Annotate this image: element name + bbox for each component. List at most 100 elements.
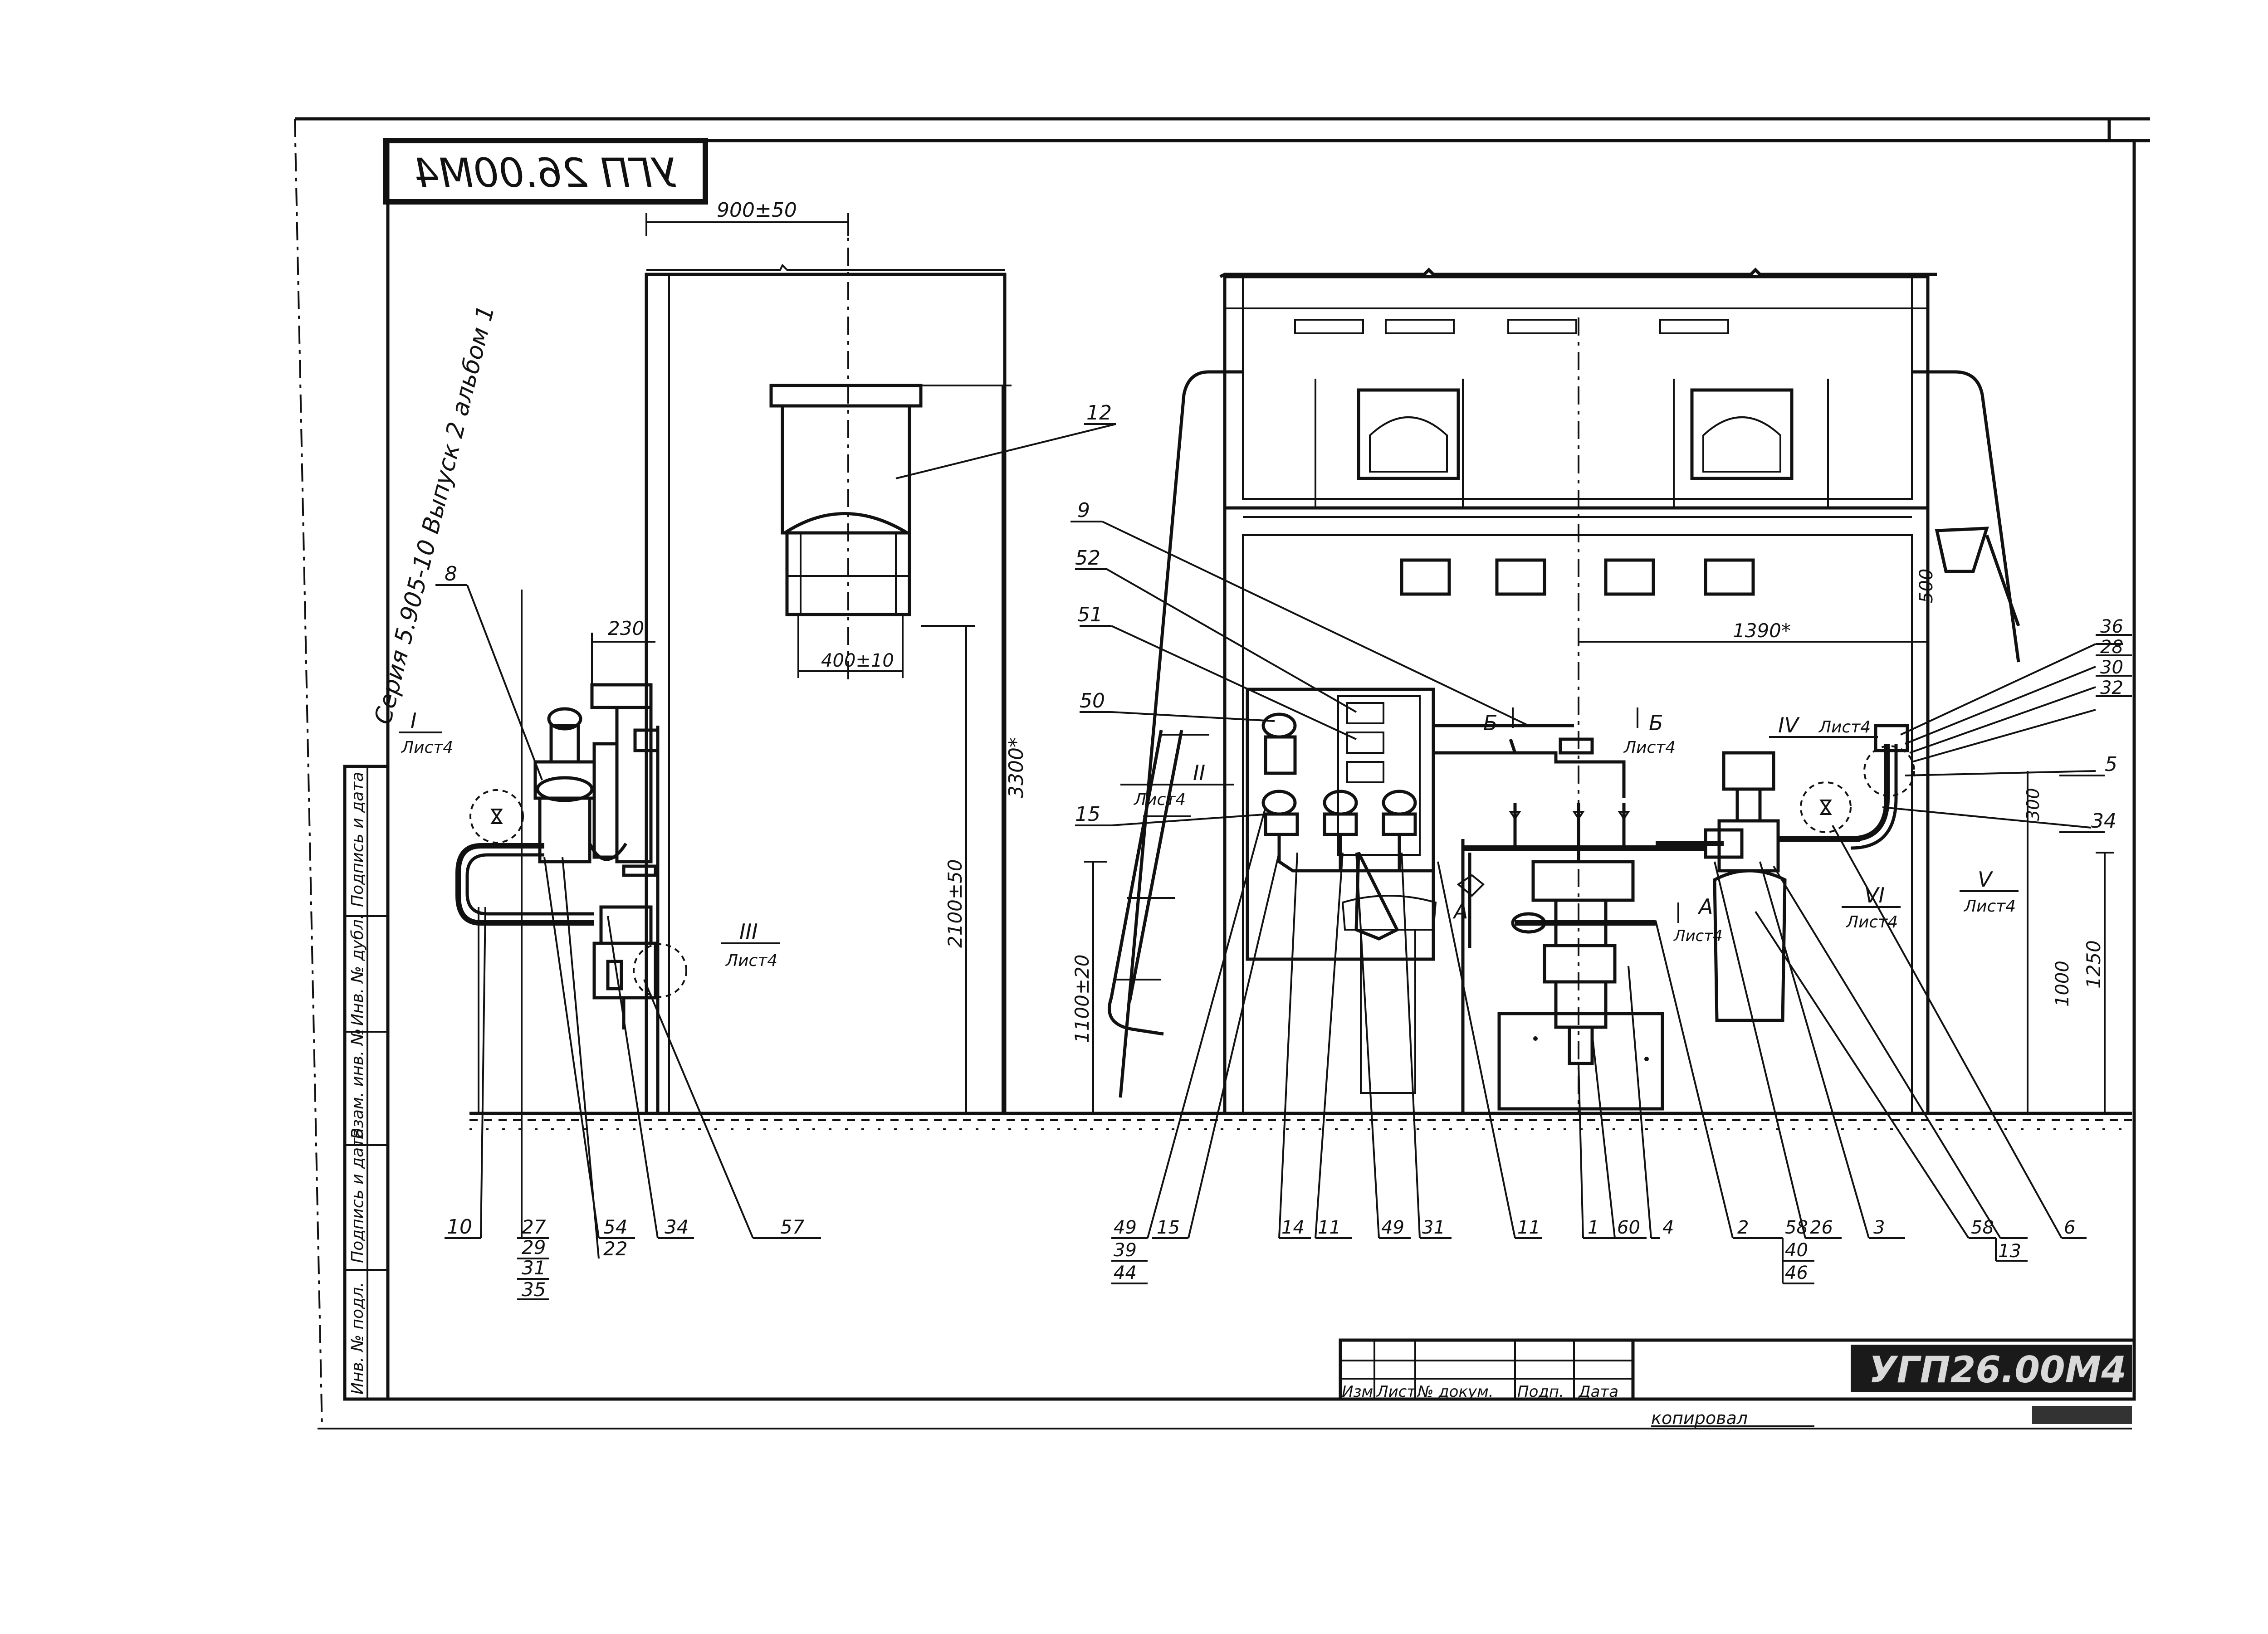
callout-36: 36 xyxy=(2100,616,2123,637)
callout-58-b: 58 xyxy=(1971,1217,1994,1238)
section-a-right: А xyxy=(1697,894,1713,919)
callout-54: 54 xyxy=(603,1216,627,1238)
callout-1: 1 xyxy=(1588,1217,1599,1238)
dim-1100: 1100±20 xyxy=(1071,954,1093,1043)
callout-15-upper: 15 xyxy=(1075,803,1100,826)
view-V-label: V xyxy=(1978,867,1994,892)
callout-34-right: 34 xyxy=(2091,810,2116,833)
side-cell-1: Инв. № подл. xyxy=(348,1282,367,1395)
dim-300: 300 xyxy=(2023,788,2043,821)
side-table: Подпись и дата Инв. № дубл. Взам. инв. №… xyxy=(343,765,390,1401)
callout-52: 52 xyxy=(1075,546,1100,570)
callout-49-a: 49 xyxy=(1114,1217,1137,1238)
view-II-label: II xyxy=(1193,761,1205,785)
callout-44: 44 xyxy=(1114,1263,1137,1283)
view-I-sheet: Лист4 xyxy=(401,738,453,757)
section-b-right: Б xyxy=(1649,711,1663,735)
callout-9: 9 xyxy=(1077,499,1090,522)
callout-13: 13 xyxy=(1998,1241,2021,1262)
callout-numbers-lower: 10 27 29 31 35 54 22 34 57 49 39 44 15 1… xyxy=(447,1215,2075,1301)
callout-4: 4 xyxy=(1662,1217,1674,1238)
callout-46: 46 xyxy=(1785,1263,1808,1283)
callout-11-b: 11 xyxy=(1517,1217,1540,1238)
side-view-regulator xyxy=(455,683,687,1113)
callout-leaders-lower xyxy=(445,590,2087,1300)
view-IV-label: IV xyxy=(1778,713,1800,737)
dim-230: 230 xyxy=(608,617,644,639)
callout-31-b: 31 xyxy=(1422,1217,1445,1238)
callout-15: 15 xyxy=(1157,1217,1180,1238)
callout-51: 51 xyxy=(1077,603,1103,626)
callout-14: 14 xyxy=(1281,1217,1305,1238)
callout-12: 12 xyxy=(1086,401,1112,424)
callout-49-b: 49 xyxy=(1381,1217,1404,1238)
side-view-cabinet xyxy=(645,263,1007,1115)
side-view-canopy xyxy=(769,213,923,680)
front-view-cabinet xyxy=(1119,268,2020,1115)
section-a-left: А xyxy=(1452,899,1468,923)
callout-40: 40 xyxy=(1785,1240,1808,1261)
callout-30: 30 xyxy=(2100,657,2123,678)
tb-list: Лист xyxy=(1376,1383,1416,1401)
dim-1250: 1250 xyxy=(2082,940,2105,989)
title-block: Изм Лист № докум. Подп. Дата УГП26.00М4 … xyxy=(1339,1338,2136,1428)
side-view-dimensions: 900±50 230 400±10 2100±50 3300* xyxy=(591,199,1028,1113)
callout-58-a: 58 xyxy=(1785,1217,1808,1238)
callout-numbers-upper: 12 9 52 51 50 15 8 36 28 30 32 5 34 xyxy=(445,401,2123,833)
side-cell-3: Взам. инв. № xyxy=(348,1029,367,1139)
dim-1000: 1000 xyxy=(2052,961,2073,1007)
view-III-sheet: Лист4 xyxy=(725,951,777,970)
side-cell-4: Инв. № дубл. xyxy=(348,914,367,1026)
view-I-label: I xyxy=(411,708,417,733)
callout-28: 28 xyxy=(2100,637,2123,658)
view-markers: I Лист4 II Лист4 III Лист4 IV Лист4 V Ли… xyxy=(399,707,2019,970)
dim-2100: 2100±50 xyxy=(944,859,966,948)
ladder xyxy=(1108,730,1227,1113)
callout-39: 39 xyxy=(1114,1240,1137,1261)
callout-leaders-upper xyxy=(435,423,2132,833)
front-right-valve xyxy=(1656,724,1915,1022)
callout-35: 35 xyxy=(522,1278,546,1301)
dim-3300: 3300* xyxy=(1005,737,1028,798)
callout-60: 60 xyxy=(1617,1217,1640,1238)
side-cell-5: Подпись и дата xyxy=(348,772,367,907)
drawing-code-box: УГП 26.00М4 xyxy=(383,138,708,205)
stamp-code: УГП26.00М4 xyxy=(1869,1349,2126,1391)
callout-2: 2 xyxy=(1737,1217,1749,1238)
callout-31: 31 xyxy=(522,1257,546,1279)
callout-8: 8 xyxy=(445,562,457,585)
callout-50: 50 xyxy=(1080,689,1105,712)
section-b-sheet: Лист4 xyxy=(1623,738,1676,757)
callout-34: 34 xyxy=(665,1216,689,1238)
dim-400: 400±10 xyxy=(821,650,894,671)
view-III-label: III xyxy=(739,919,758,944)
view-V-sheet: Лист4 xyxy=(1963,897,2016,916)
section-a-sheet: Лист4 xyxy=(1673,927,1723,945)
callout-27: 27 xyxy=(522,1216,546,1238)
front-regulator xyxy=(1341,724,1706,1113)
callout-26: 26 xyxy=(1810,1217,1833,1238)
dim-1390: 1390* xyxy=(1733,619,1791,642)
callout-11-a: 11 xyxy=(1318,1217,1341,1238)
instrument-panel xyxy=(1246,688,1435,961)
side-cell-2: Подпись и дата xyxy=(348,1128,367,1263)
callout-10: 10 xyxy=(447,1215,472,1239)
copied-by: копировал xyxy=(1651,1408,1748,1428)
drawing-code-mirrored: УГП 26.00М4 xyxy=(414,150,677,196)
callout-29: 29 xyxy=(522,1236,546,1258)
front-view-dimensions: 1100±20 1390* 500 300 1250 1000 xyxy=(1071,569,2114,1113)
tb-date: Дата xyxy=(1578,1383,1618,1401)
sheet-frame xyxy=(294,117,2150,1429)
callout-6: 6 xyxy=(2064,1217,2075,1238)
dim-500: 500 xyxy=(1916,569,1937,603)
tb-sign: Подп. xyxy=(1517,1383,1564,1401)
callout-32: 32 xyxy=(2100,678,2123,698)
callout-22: 22 xyxy=(603,1238,627,1260)
ground-line xyxy=(469,1112,2132,1130)
tb-izm: Изм xyxy=(1342,1383,1373,1401)
callout-5: 5 xyxy=(2105,753,2117,776)
tb-doc: № докум. xyxy=(1417,1383,1494,1401)
dim-900: 900±50 xyxy=(717,199,797,222)
section-b-left: Б xyxy=(1483,711,1498,735)
